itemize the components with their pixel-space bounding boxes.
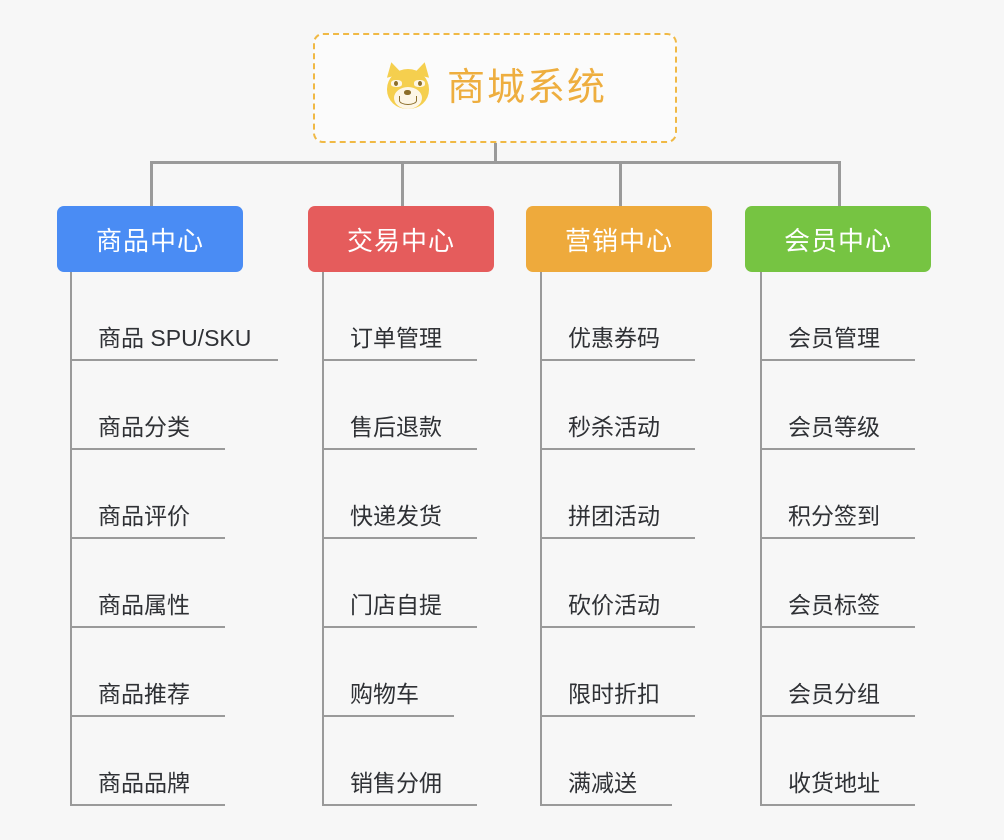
leaf-item-underline (322, 804, 477, 806)
leaf-item[interactable]: 会员管理 (760, 272, 915, 361)
leaf-item-label: 拼团活动 (568, 502, 660, 529)
shiba-dog-icon (383, 60, 433, 113)
leaf-item-underline (760, 537, 915, 539)
leaf-item-underline (322, 359, 477, 361)
leaf-item-underline (70, 537, 225, 539)
leaf-column-marketing-center: 优惠券码秒杀活动拼团活动砍价活动限时折扣满减送 (540, 272, 695, 806)
leaf-item-label: 订单管理 (350, 324, 442, 351)
root-title: 商城系统 (446, 67, 607, 109)
leaf-item-label: 会员分组 (788, 680, 880, 707)
leaf-item-label: 售后退款 (350, 413, 442, 440)
leaf-item-label: 销售分佣 (350, 769, 442, 796)
leaf-item-underline (540, 626, 695, 628)
leaf-column-product-center: 商品 SPU/SKU 商品分类商品评价商品属性商品推荐商品品牌 (70, 272, 278, 806)
leaf-item[interactable]: 积分签到 (760, 450, 915, 539)
leaf-item[interactable]: 会员标签 (760, 539, 915, 628)
connector-horizontal-bar (150, 161, 841, 164)
leaf-item-label: 积分签到 (788, 502, 880, 529)
category-label: 营销中心 (564, 225, 673, 256)
leaf-item-label: 限时折扣 (568, 680, 660, 707)
leaf-item[interactable]: 门店自提 (322, 539, 477, 628)
leaf-item-label: 会员标签 (788, 591, 880, 618)
leaf-item-label: 会员管理 (788, 324, 880, 351)
leaf-item[interactable]: 快递发货 (322, 450, 477, 539)
leaf-item-label: 砍价活动 (568, 591, 660, 618)
category-label: 交易中心 (346, 225, 455, 256)
leaf-item-label: 商品评价 (98, 502, 190, 529)
leaf-item[interactable]: 商品推荐 (70, 628, 278, 717)
leaf-item[interactable]: 秒杀活动 (540, 361, 695, 450)
leaf-item-underline (760, 626, 915, 628)
category-label: 商品中心 (95, 225, 204, 256)
leaf-item-label: 收货地址 (788, 769, 880, 796)
leaf-item-underline (70, 626, 225, 628)
leaf-item[interactable]: 购物车 (322, 628, 477, 717)
leaf-item-underline (540, 715, 695, 717)
leaf-item[interactable]: 售后退款 (322, 361, 477, 450)
leaf-column-member-center: 会员管理会员等级积分签到会员标签会员分组收货地址 (760, 272, 915, 806)
leaf-item-underline (322, 626, 477, 628)
leaf-item-underline (760, 715, 915, 717)
leaf-item-label: 商品属性 (98, 591, 190, 618)
leaf-item-label: 购物车 (350, 680, 419, 707)
leaf-item[interactable]: 收货地址 (760, 717, 915, 806)
leaf-item-underline (70, 448, 225, 450)
leaf-item-underline (70, 804, 225, 806)
connector-drop-member-center (838, 161, 841, 206)
category-box-member-center[interactable]: 会员中心 (745, 206, 931, 272)
leaf-item-underline (540, 359, 695, 361)
category-box-marketing-center[interactable]: 营销中心 (526, 206, 712, 272)
leaf-item-label: 快递发货 (350, 502, 442, 529)
leaf-item-underline (540, 537, 695, 539)
leaf-column-trade-center: 订单管理售后退款快递发货门店自提购物车销售分佣 (322, 272, 477, 806)
leaf-spine (760, 272, 762, 806)
leaf-item-label: 商品推荐 (98, 680, 190, 707)
connector-root-stub (494, 143, 497, 164)
leaf-item-underline (322, 537, 477, 539)
leaf-item[interactable]: 砍价活动 (540, 539, 695, 628)
leaf-spine (70, 272, 72, 806)
leaf-spine (540, 272, 542, 806)
leaf-item-underline (540, 448, 695, 450)
leaf-item[interactable]: 会员等级 (760, 361, 915, 450)
leaf-item-label: 商品分类 (98, 413, 190, 440)
leaf-item-underline (760, 359, 915, 361)
connector-drop-trade-center (401, 161, 404, 206)
leaf-item[interactable]: 拼团活动 (540, 450, 695, 539)
leaf-item-label: 门店自提 (350, 591, 442, 618)
leaf-item-label: 商品 SPU/SKU (98, 324, 252, 351)
leaf-item[interactable]: 商品品牌 (70, 717, 278, 806)
leaf-item[interactable]: 满减送 (540, 717, 695, 806)
leaf-item-label: 优惠券码 (568, 324, 660, 351)
leaf-item[interactable]: 限时折扣 (540, 628, 695, 717)
leaf-item[interactable]: 订单管理 (322, 272, 477, 361)
leaf-item-underline (540, 804, 672, 806)
leaf-item[interactable]: 商品分类 (70, 361, 278, 450)
leaf-item[interactable]: 商品属性 (70, 539, 278, 628)
leaf-item-underline (70, 715, 225, 717)
category-box-trade-center[interactable]: 交易中心 (308, 206, 494, 272)
leaf-item-underline (322, 448, 477, 450)
leaf-spine (322, 272, 324, 806)
leaf-item[interactable]: 商品评价 (70, 450, 278, 539)
leaf-item[interactable]: 商品 SPU/SKU (70, 272, 278, 361)
leaf-item[interactable]: 优惠券码 (540, 272, 695, 361)
leaf-item[interactable]: 会员分组 (760, 628, 915, 717)
leaf-item-underline (760, 448, 915, 450)
leaf-item[interactable]: 销售分佣 (322, 717, 477, 806)
leaf-item-label: 满减送 (568, 769, 637, 796)
leaf-item-underline (760, 804, 915, 806)
leaf-item-label: 会员等级 (788, 413, 880, 440)
connector-drop-marketing-center (619, 161, 622, 206)
root-node-mall-system[interactable]: 商城系统 (313, 33, 677, 143)
category-box-product-center[interactable]: 商品中心 (57, 206, 243, 272)
connector-drop-product-center (150, 161, 153, 206)
leaf-item-underline (322, 715, 454, 717)
category-label: 会员中心 (783, 225, 892, 256)
leaf-item-label: 商品品牌 (98, 769, 190, 796)
leaf-item-label: 秒杀活动 (568, 413, 660, 440)
leaf-item-underline (70, 359, 278, 361)
